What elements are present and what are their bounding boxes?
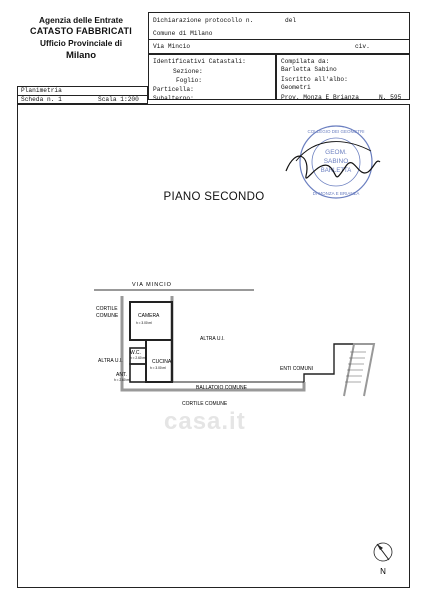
cucina-height: h = 3.00 ml bbox=[150, 366, 166, 370]
city-label: Milano bbox=[65, 50, 97, 61]
scheda-number: Scheda n. 1 bbox=[21, 96, 62, 103]
ballatoio-label: BALLATOIO COMUNE bbox=[196, 385, 248, 391]
wc-label: W.C. bbox=[130, 350, 141, 356]
altra-ui-left-label: ALTRA U.I. bbox=[98, 358, 123, 364]
comune-label: Comune di Milano bbox=[153, 30, 213, 37]
sezione-label: Sezione: bbox=[173, 68, 203, 75]
plan-title: PIANO SECONDO bbox=[163, 191, 265, 203]
declaration-box: Dichiarazione protocollo n. del Comune d… bbox=[148, 12, 410, 54]
stamp-line1: GEOM. bbox=[325, 149, 347, 156]
watermark: casa.it bbox=[164, 408, 246, 435]
signature-stroke bbox=[285, 155, 381, 179]
enti-comuni-label: ENTI COMUNI bbox=[280, 366, 313, 372]
agency-header: Agenzia delle Entrate CATASTO FABBRICATI… bbox=[14, 8, 148, 94]
geometra-stamp-seal: GEOM. SABINO BARLETTA COLLEGIO DEI GEOME… bbox=[285, 125, 381, 199]
cadastral-sheet: Agenzia delle Entrate CATASTO FABBRICATI… bbox=[14, 8, 414, 593]
north-label: N bbox=[380, 567, 386, 576]
identifiers-title: Identificativi Catastali: bbox=[153, 58, 246, 65]
cortile-comune-label: CORTILE COMUNE bbox=[182, 401, 228, 407]
drawing-frame bbox=[17, 104, 410, 588]
del-label: del bbox=[285, 17, 297, 24]
register-value: Geometri bbox=[281, 84, 311, 91]
ant-label: ANT. bbox=[116, 372, 127, 378]
office-label: Ufficio Provinciale di bbox=[39, 38, 123, 48]
compiled-name: Barletta Sabino bbox=[281, 66, 337, 73]
foglio-label: Foglio: bbox=[176, 77, 202, 84]
particella-label: Particella: bbox=[153, 86, 194, 93]
street-label: Via Mincio bbox=[153, 43, 191, 50]
agency-name: Agenzia delle Entrate bbox=[39, 15, 123, 25]
camera-height: h = 3.00 ml bbox=[136, 321, 152, 325]
catasto-title: CATASTO FABBRICATI bbox=[30, 26, 132, 36]
wc-height: h = 2.60 ml bbox=[130, 356, 146, 360]
camera-label: CAMERA bbox=[138, 313, 160, 319]
sheet-title: Planimetria bbox=[21, 87, 62, 94]
compiled-box: Compilata da: Barletta Sabino Iscritto a… bbox=[276, 54, 410, 101]
cucina-label: CUCINA bbox=[152, 359, 172, 365]
stamp-ring-top: COLLEGIO DEI GEOMETRI bbox=[307, 129, 364, 134]
identifiers-box: Identificativi Catastali: Sezione: Fogli… bbox=[148, 54, 276, 102]
altra-ui-right-label: ALTRA U.I. bbox=[200, 336, 225, 342]
north-arrow-icon: N bbox=[373, 542, 393, 576]
floor-plan: VIA MINCIO CORTILE COMUNE CAMERA h = 3.0… bbox=[94, 282, 376, 407]
province-label: Prov. Monza E Brianza bbox=[281, 94, 359, 101]
register-number: N. 595 bbox=[379, 94, 402, 101]
civ-label: civ. bbox=[355, 43, 370, 50]
stamp-ring-bottom: DI MONZA E BRIANZA bbox=[313, 191, 360, 196]
ant-room bbox=[129, 363, 147, 383]
scheda-box: Planimetria Scheda n. 1 Scala 1:200 bbox=[17, 86, 148, 104]
register-label: Iscritto all'albo: bbox=[281, 76, 348, 83]
scala-label: Scala 1:200 bbox=[98, 96, 139, 103]
cortile-label-1: CORTILE bbox=[96, 306, 118, 312]
subalterno-label: Subalterno: bbox=[153, 95, 194, 102]
protocol-label: Dichiarazione protocollo n. bbox=[153, 17, 254, 24]
cortile-label-2: COMUNE bbox=[96, 313, 119, 319]
stamp-line2: SABINO bbox=[324, 158, 349, 165]
ant-height: h = 2.60 ml bbox=[114, 378, 130, 382]
street-label-plan: VIA MINCIO bbox=[132, 282, 172, 288]
compiled-label: Compilata da: bbox=[281, 58, 330, 65]
stamp-line3: BARLETTA bbox=[321, 168, 352, 174]
